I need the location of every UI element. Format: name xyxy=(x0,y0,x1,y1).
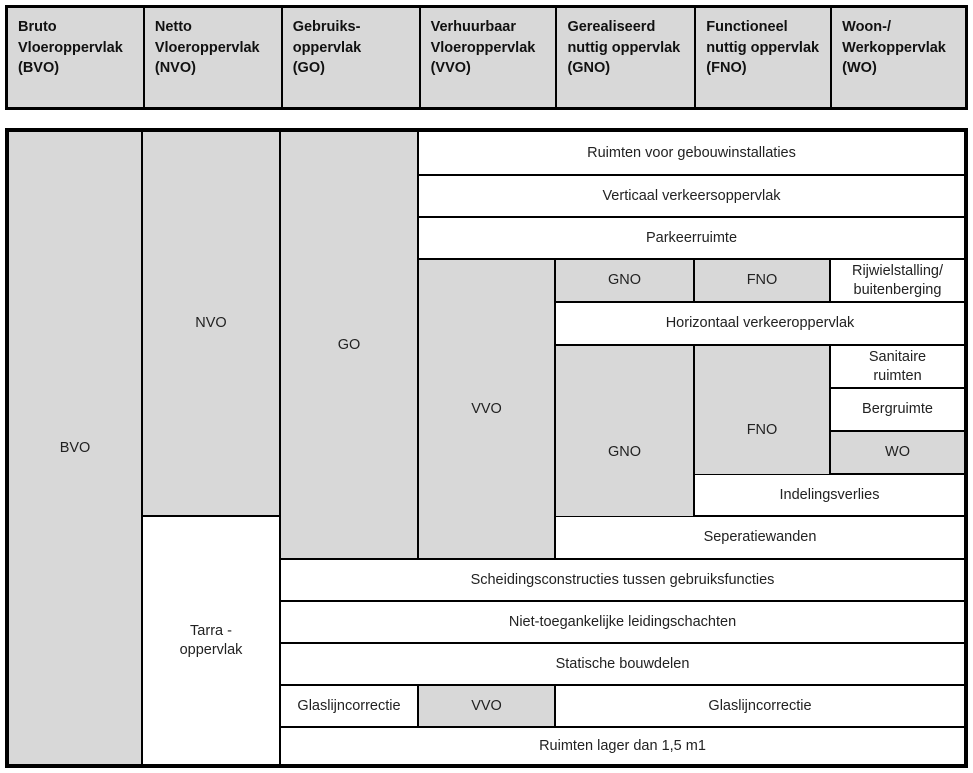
legend-bvo-line2: Vloeroppervlak xyxy=(18,39,123,56)
cell-rijwielstalling-line2: buitenberging xyxy=(853,281,942,298)
area-vvo-label: VVO xyxy=(471,400,502,417)
legend-cell-go: Gebruiks- oppervlak (GO) xyxy=(282,8,421,107)
row-niet-toegankelijke-leidingschachten-label: Niet-toegankelijke leidingschachten xyxy=(508,613,737,630)
row-ruimten-lager-dan-label: Ruimten lager dan 1,5 m1 xyxy=(539,737,706,754)
legend-nvo-line2: Vloeroppervlak xyxy=(154,39,260,56)
cell-fno-rijwielstalling-label: FNO xyxy=(746,272,778,289)
cell-bergruimte: Bergruimte xyxy=(830,388,965,431)
legend-fno-line3: (FNO) xyxy=(706,60,747,77)
area-vvo: VVO xyxy=(418,259,555,559)
area-wo-label: WO xyxy=(885,444,910,461)
legend-wo-line3: (WO) xyxy=(842,60,877,77)
row-scheidingsconstructies-label: Scheidingsconstructies tussen gebruiksfu… xyxy=(470,571,775,588)
area-nvo: NVO xyxy=(142,131,280,516)
cell-sanitaire-line2: ruimten xyxy=(873,367,922,384)
cell-gno-rijwielstalling-label: GNO xyxy=(607,272,642,289)
legend-nvo-line1: Netto xyxy=(154,19,192,35)
cell-fno-rijwielstalling: FNO xyxy=(694,259,830,302)
cell-glaslijncorrectie-left: Glaslijncorrectie xyxy=(280,685,418,727)
row-statische-bouwdelen: Statische bouwdelen xyxy=(280,643,965,685)
row-indelingsverlies: Indelingsverlies xyxy=(694,474,965,516)
cell-glaslijncorrectie-right-label: Glaslijncorrectie xyxy=(708,697,812,714)
cell-bergruimte-label: Bergruimte xyxy=(862,401,933,418)
cell-vvo-bottom: VVO xyxy=(418,685,555,727)
legend-vvo-line3: (VVO) xyxy=(430,60,471,77)
row-verticaal-verkeersoppervlak: Verticaal verkeersoppervlak xyxy=(418,175,965,217)
area-tarra-line2: oppervlak xyxy=(179,641,243,658)
legend-header-table: Bruto Vloeroppervlak (BVO) Netto Vloerop… xyxy=(5,5,968,110)
row-ruimten-lager-dan: Ruimten lager dan 1,5 m1 xyxy=(280,727,965,765)
area-fno-label: FNO xyxy=(746,422,778,439)
legend-bvo-line3: (BVO) xyxy=(18,60,60,77)
legend-fno-line1: Functioneel xyxy=(706,19,788,35)
diagram-body: BVO NVO Tarra - oppervlak GO Ruimten voo… xyxy=(5,128,968,768)
row-parkeerruimte-label: Parkeerruimte xyxy=(645,229,738,246)
row-ruimten-voor-gebouwinstallaties-label: Ruimten voor gebouwinstallaties xyxy=(587,144,796,161)
legend-cell-nvo: Netto Vloeroppervlak (NVO) xyxy=(144,8,283,107)
area-tarra-oppervlak: Tarra - oppervlak xyxy=(142,516,280,765)
area-bvo-label: BVO xyxy=(59,439,91,456)
cell-glaslijncorrectie-right: Glaslijncorrectie xyxy=(555,685,965,727)
area-bvo: BVO xyxy=(8,131,142,765)
area-go-label: GO xyxy=(337,336,361,353)
row-niet-toegankelijke-leidingschachten: Niet-toegankelijke leidingschachten xyxy=(280,601,965,643)
legend-go-line3: (GO) xyxy=(292,60,325,77)
cell-gno-rijwielstalling: GNO xyxy=(555,259,694,302)
legend-cell-fno: Functioneel nuttig oppervlak (FNO) xyxy=(696,8,833,107)
legend-cell-vvo: Verhuurbaar Vloeroppervlak (VVO) xyxy=(420,8,558,107)
legend-gno-line2: nuttig oppervlak xyxy=(567,39,681,56)
legend-vvo-line1: Verhuurbaar xyxy=(430,19,516,35)
legend-go-line1: Gebruiks- xyxy=(292,19,361,35)
area-gno-label: GNO xyxy=(607,443,642,460)
legend-cell-wo: Woon-/ Werkoppervlak (WO) xyxy=(832,8,966,107)
row-verticaal-verkeersoppervlak-label: Verticaal verkeersoppervlak xyxy=(602,187,781,204)
cell-sanitaire-line1: Sanitaire xyxy=(868,348,927,365)
row-indelingsverlies-label: Indelingsverlies xyxy=(779,486,880,503)
row-statische-bouwdelen-label: Statische bouwdelen xyxy=(555,655,690,672)
row-scheidingsconstructies: Scheidingsconstructies tussen gebruiksfu… xyxy=(280,559,965,601)
area-go: GO xyxy=(280,131,418,559)
legend-cell-bvo: Bruto Vloeroppervlak (BVO) xyxy=(8,8,145,107)
area-wo: WO xyxy=(830,431,965,474)
row-parkeerruimte: Parkeerruimte xyxy=(418,217,965,259)
cell-vvo-bottom-label: VVO xyxy=(471,697,502,714)
row-seperatiewanden: Seperatiewanden xyxy=(555,516,965,559)
cell-sanitaire-ruimten: Sanitaire ruimten xyxy=(830,345,965,388)
legend-gno-line1: Gerealiseerd xyxy=(567,19,656,35)
row-horizontaal-verkeeroppervlak-label: Horizontaal verkeeroppervlak xyxy=(665,315,855,332)
cell-glaslijncorrectie-left-label: Glaslijncorrectie xyxy=(297,697,401,714)
legend-nvo-line3: (NVO) xyxy=(154,60,196,77)
area-tarra-line1: Tarra - xyxy=(190,622,232,639)
cell-rijwielstalling-line1: Rijwielstalling/ xyxy=(851,262,944,279)
area-nvo-label: NVO xyxy=(195,315,227,332)
row-ruimten-voor-gebouwinstallaties: Ruimten voor gebouwinstallaties xyxy=(418,131,965,175)
cell-rijwielstalling-buitenberging: Rijwielstalling/ buitenberging xyxy=(830,259,965,302)
legend-wo-line2: Werkoppervlak xyxy=(842,39,946,56)
legend-go-line2: oppervlak xyxy=(292,39,362,56)
legend-gno-line3: (GNO) xyxy=(567,60,611,77)
legend-vvo-line2: Vloeroppervlak xyxy=(430,39,536,56)
row-seperatiewanden-label: Seperatiewanden xyxy=(703,529,817,546)
legend-wo-line1: Woon-/ xyxy=(842,19,892,35)
legend-cell-gno: Gerealiseerd nuttig oppervlak (GNO) xyxy=(557,8,697,107)
legend-fno-line2: nuttig oppervlak xyxy=(706,39,820,56)
row-horizontaal-verkeeroppervlak: Horizontaal verkeeroppervlak xyxy=(555,302,965,345)
legend-bvo-line1: Bruto xyxy=(18,19,57,35)
